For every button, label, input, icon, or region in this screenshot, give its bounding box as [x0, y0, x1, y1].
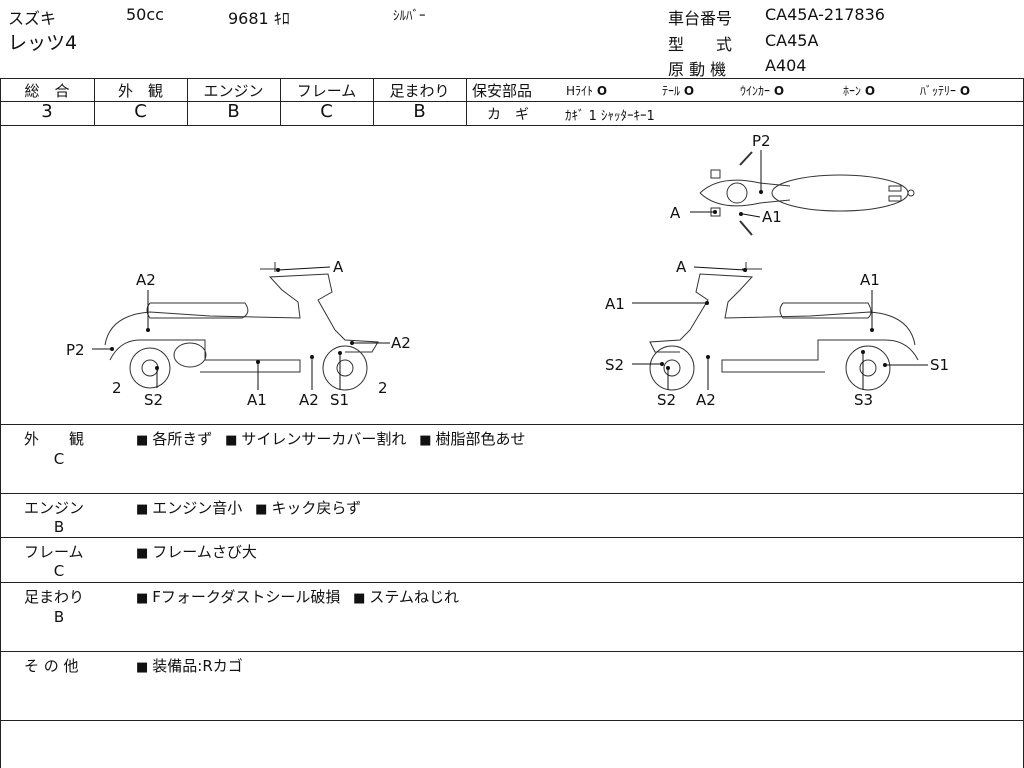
divider — [0, 720, 1024, 721]
divider — [0, 651, 1024, 652]
divider — [0, 101, 466, 102]
diagram-label: S2 — [144, 391, 163, 409]
note-category-other: そ の 他 — [24, 657, 79, 675]
diagram-label: A — [333, 258, 344, 276]
safety-headlight: Hﾗｲﾄ O — [566, 84, 608, 98]
engine-type-value: A404 — [765, 56, 807, 75]
divider — [373, 78, 374, 125]
divider — [0, 582, 1024, 583]
diagram-label: A2 — [299, 391, 319, 409]
grade-frame-value: C — [320, 101, 333, 122]
divider — [466, 78, 467, 125]
model-name: レッツ4 — [8, 32, 78, 54]
bullet-icon: ■ — [225, 433, 238, 448]
note-grade-exterior: C — [53, 450, 65, 468]
divider — [0, 493, 1024, 494]
grade-frame-label: フレーム — [296, 82, 357, 100]
bullet-icon: ■ — [136, 660, 149, 675]
frame-number-label: 車台番号 — [668, 9, 733, 28]
diagram-label: S2 — [657, 391, 676, 409]
model-type-value: CA45A — [765, 31, 819, 50]
divider — [94, 78, 95, 125]
note-items-suspension: ■Fフォークダストシール破損 ■ステムねじれ — [136, 588, 459, 606]
diagram-label: A2 — [136, 271, 156, 289]
diagram-label: P2 — [66, 341, 85, 359]
grade-exterior-value: C — [134, 101, 147, 122]
note-grade-engine: B — [53, 518, 65, 536]
safety-winker: ｳｲﾝｶｰ O — [740, 84, 785, 98]
grade-engine-label: エンジン — [203, 82, 264, 100]
divider — [0, 78, 1024, 79]
grade-overall-value: 3 — [41, 101, 53, 122]
diagram-label: S2 — [605, 356, 624, 374]
diagram-label: A — [670, 204, 681, 222]
safety-parts-label: 保安部品 — [472, 82, 533, 100]
damage-diagram: P2 A A1 A A2 P2 A2 2 2 S2 A1 A2 S1 A A1 … — [66, 132, 949, 409]
divider — [187, 78, 188, 125]
diagram-label: A1 — [860, 271, 880, 289]
note-grade-suspension: B — [53, 608, 65, 626]
note-category-suspension: 足まわり — [24, 588, 85, 606]
check-mark-icon: O — [773, 84, 785, 98]
grade-suspension-value: B — [413, 101, 426, 122]
check-mark-icon: O — [596, 84, 608, 98]
bullet-icon: ■ — [136, 502, 149, 517]
diagram-label: 2 — [112, 379, 122, 397]
check-mark-icon: O — [683, 84, 695, 98]
diagram-label: S1 — [930, 356, 949, 374]
bullet-icon: ■ — [136, 591, 149, 606]
diagram-label: 2 — [378, 379, 388, 397]
note-items-frame: ■フレームさび大 — [136, 543, 257, 561]
maker-name: スズキ — [8, 9, 57, 28]
bullet-icon: ■ — [136, 546, 149, 561]
model-type-label: 型 式 — [668, 35, 733, 54]
divider — [0, 125, 1024, 126]
diagram-label: A — [676, 258, 687, 276]
note-items-exterior: ■各所きず ■サイレンサーカバー割れ ■樹脂部色あせ — [136, 430, 526, 448]
divider — [466, 101, 1024, 102]
diagram-label: A1 — [762, 208, 782, 226]
bullet-icon: ■ — [353, 591, 366, 606]
displacement: 50cc — [126, 5, 164, 24]
diagram-label: S1 — [330, 391, 349, 409]
grade-exterior-label: 外 観 — [117, 82, 163, 100]
note-category-frame: フレーム — [24, 543, 84, 561]
divider — [280, 78, 281, 125]
engine-type-label: 原 動 機 — [668, 60, 727, 79]
mileage: 9681 ｷﾛ — [228, 9, 290, 28]
frame-number-value: CA45A-217836 — [765, 5, 885, 24]
bullet-icon: ■ — [419, 433, 432, 448]
scooter-right-view-icon — [649, 262, 919, 391]
grade-engine-value: B — [227, 101, 240, 122]
note-grade-frame: C — [53, 562, 65, 580]
diagram-label: A1 — [247, 391, 267, 409]
diagram-label: P2 — [752, 132, 771, 150]
scooter-left-view-icon — [104, 262, 379, 391]
bullet-icon: ■ — [255, 502, 268, 517]
grade-suspension-label: 足まわり — [389, 82, 450, 100]
safety-battery: ﾊﾞｯﾃﾘｰ O — [920, 84, 971, 98]
key-label: カ ギ — [487, 107, 529, 123]
check-mark-icon: O — [959, 84, 971, 98]
key-value: ｶｷﾞ 1 ｼｬｯﾀｰｷｰ1 — [565, 109, 655, 124]
grade-overall-label: 総 合 — [24, 82, 70, 100]
divider — [0, 78, 1, 768]
diagram-label: A1 — [605, 295, 625, 313]
divider — [0, 424, 1024, 425]
note-items-other: ■装備品:Rカゴ — [136, 657, 243, 675]
diagram-label: S3 — [854, 391, 873, 409]
divider — [0, 537, 1024, 538]
note-category-exterior: 外 観 — [24, 430, 85, 448]
safety-horn: ﾎｰﾝ O — [843, 84, 876, 98]
note-category-engine: エンジン — [24, 499, 85, 517]
diagram-label: A2 — [391, 334, 411, 352]
bullet-icon: ■ — [136, 433, 149, 448]
scooter-top-view-icon — [699, 151, 915, 236]
check-mark-icon: O — [864, 84, 876, 98]
body-color: ｼﾙﾊﾞｰ — [393, 9, 426, 24]
diagram-label: A2 — [696, 391, 716, 409]
safety-taillight: ﾃｰﾙ O — [662, 84, 695, 98]
note-items-engine: ■エンジン音小 ■キック戻らず — [136, 499, 362, 517]
